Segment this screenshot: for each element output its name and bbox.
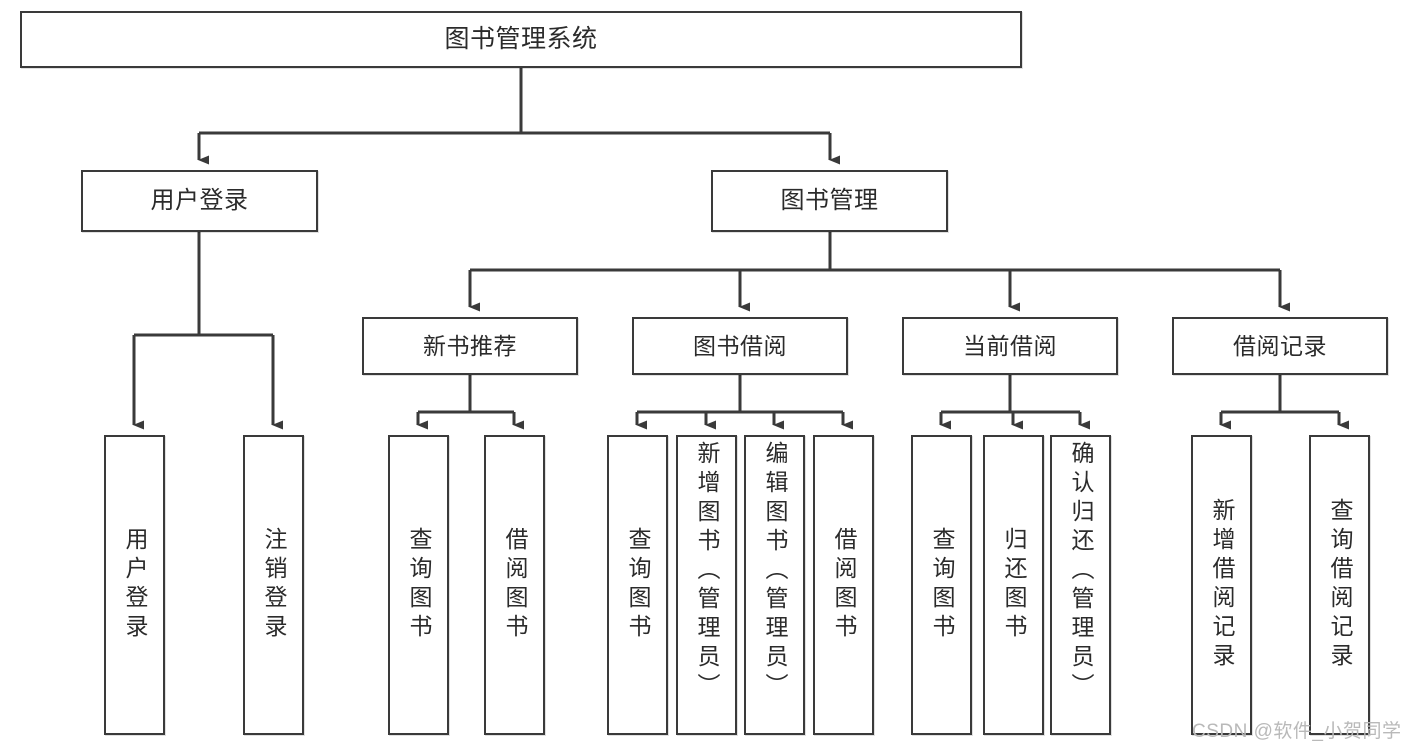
leaf-query-book-1-label: 查询图书 bbox=[406, 527, 432, 643]
leaf-return-book[interactable]: 归还图书 bbox=[983, 435, 1044, 735]
node-user-login-label: 用户登录 bbox=[150, 187, 249, 215]
leaf-user-login[interactable]: 用户登录 bbox=[104, 435, 165, 735]
leaf-borrow-book-2-label: 借阅图书 bbox=[831, 527, 857, 643]
node-borrow-record-label: 借阅记录 bbox=[1233, 332, 1327, 359]
leaf-query-book-3-label: 查询图书 bbox=[929, 527, 955, 643]
node-user-login[interactable]: 用户登录 bbox=[81, 170, 318, 232]
leaf-query-borrow-record[interactable]: 查询借阅记录 bbox=[1309, 435, 1370, 735]
node-current-borrow-label: 当前借阅 bbox=[963, 332, 1057, 359]
node-book-management[interactable]: 图书管理 bbox=[711, 170, 948, 232]
node-current-borrow[interactable]: 当前借阅 bbox=[902, 317, 1118, 375]
node-new-book-recommend[interactable]: 新书推荐 bbox=[362, 317, 578, 375]
node-new-book-recommend-label: 新书推荐 bbox=[423, 332, 517, 359]
leaf-logout-label: 注销登录 bbox=[261, 527, 287, 643]
leaf-query-book-3[interactable]: 查询图书 bbox=[911, 435, 972, 735]
watermark-text: CSDN @软件_小贺同学 bbox=[1192, 721, 1402, 742]
leaf-user-login-label: 用户登录 bbox=[122, 527, 148, 643]
node-book-management-label: 图书管理 bbox=[780, 187, 879, 215]
node-borrow-record[interactable]: 借阅记录 bbox=[1172, 317, 1388, 375]
leaf-confirm-return-admin[interactable]: 确认归还（管理员） bbox=[1050, 435, 1111, 735]
node-book-borrow-label: 图书借阅 bbox=[693, 332, 787, 359]
leaf-add-borrow-record-label: 新增借阅记录 bbox=[1209, 498, 1235, 672]
leaf-edit-book-admin[interactable]: 编辑图书（管理员） bbox=[744, 435, 805, 735]
root-node[interactable]: 图书管理系统 bbox=[20, 11, 1022, 68]
leaf-return-book-label: 归还图书 bbox=[1001, 527, 1027, 643]
leaf-add-borrow-record[interactable]: 新增借阅记录 bbox=[1191, 435, 1252, 735]
leaf-borrow-book-1[interactable]: 借阅图书 bbox=[484, 435, 545, 735]
node-book-borrow[interactable]: 图书借阅 bbox=[632, 317, 848, 375]
leaf-query-book-2-label: 查询图书 bbox=[625, 527, 651, 643]
leaf-query-borrow-record-label: 查询借阅记录 bbox=[1327, 498, 1353, 672]
leaf-borrow-book-2[interactable]: 借阅图书 bbox=[813, 435, 874, 735]
leaf-edit-book-admin-label: 编辑图书（管理员） bbox=[762, 441, 788, 702]
root-node-label: 图书管理系统 bbox=[444, 25, 598, 54]
leaf-borrow-book-1-label: 借阅图书 bbox=[502, 527, 528, 643]
leaf-add-book-admin[interactable]: 新增图书（管理员） bbox=[676, 435, 737, 735]
leaf-logout[interactable]: 注销登录 bbox=[243, 435, 304, 735]
leaf-query-book-2[interactable]: 查询图书 bbox=[607, 435, 668, 735]
leaf-confirm-return-admin-label: 确认归还（管理员） bbox=[1068, 441, 1094, 702]
leaf-query-book-1[interactable]: 查询图书 bbox=[388, 435, 449, 735]
leaf-add-book-admin-label: 新增图书（管理员） bbox=[694, 441, 720, 702]
